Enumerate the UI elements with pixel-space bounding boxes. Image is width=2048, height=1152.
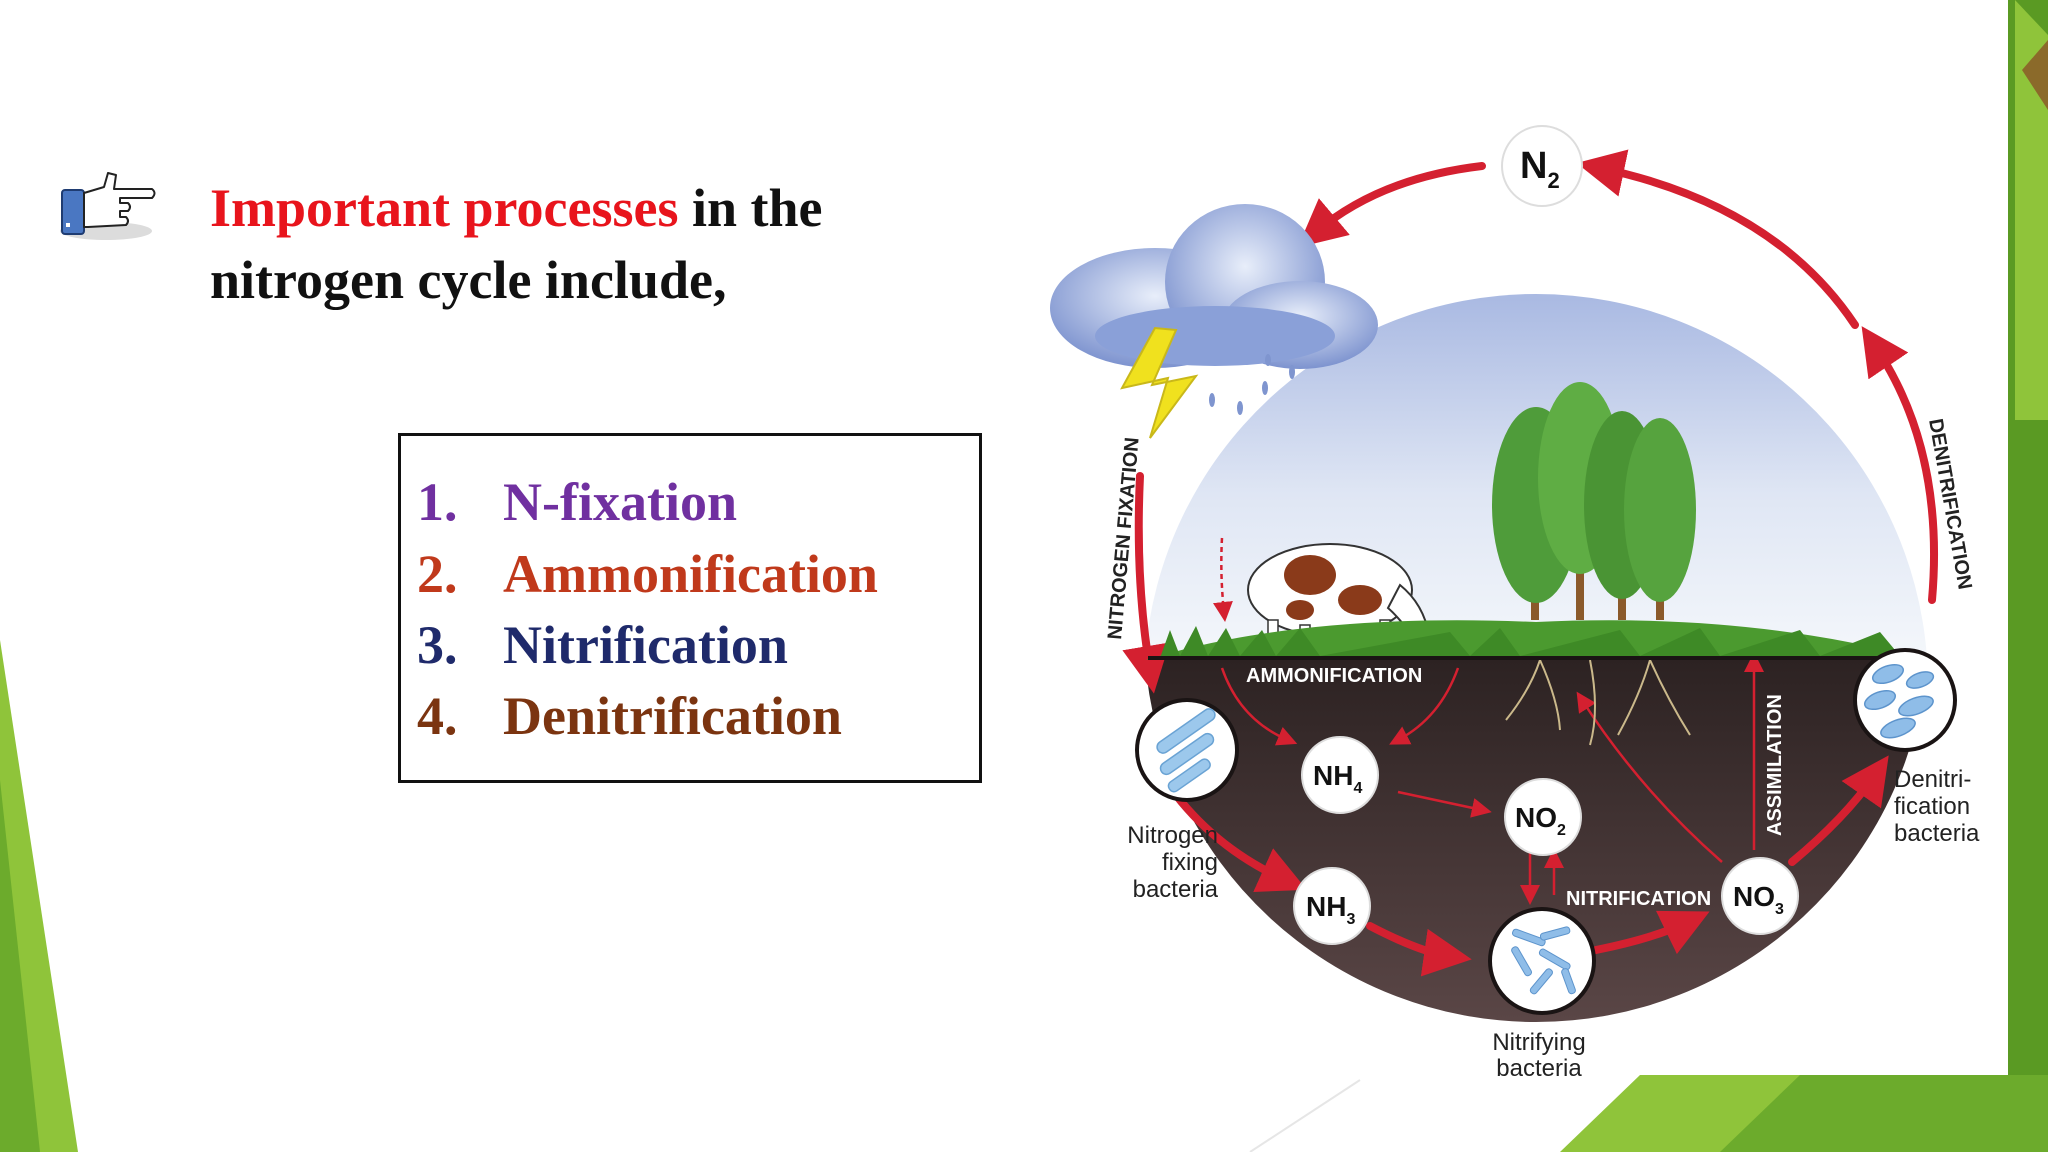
- title-highlight: Important processes: [210, 178, 679, 238]
- node-no3-sub: 3: [1775, 901, 1784, 918]
- label-assimilation: ASSIMILATION: [1764, 694, 1786, 836]
- node-no2-sub: 2: [1557, 822, 1566, 839]
- trees: [1492, 382, 1696, 620]
- svg-text:N2: N2: [1520, 145, 1560, 193]
- nitrifying-bacteria-icon: [1488, 907, 1596, 1015]
- node-nh4-sub: 4: [1353, 780, 1362, 797]
- process-name: Nitrification: [503, 615, 788, 675]
- label-nitrification: NITRIFICATION: [1566, 888, 1711, 910]
- process-number: 1.: [417, 472, 458, 532]
- rain-cloud: [1050, 204, 1378, 369]
- nitrogen-fixing-bacteria-icon: [1135, 698, 1239, 802]
- process-item-ammonification: 2. Ammonification: [417, 544, 878, 604]
- node-no2: NO2: [1504, 778, 1582, 856]
- roots: [1505, 659, 1691, 746]
- process-number: 3.: [417, 615, 458, 675]
- process-item-n-fixation: 1. N-fixation: [417, 472, 737, 532]
- node-no3-base: NO: [1733, 881, 1775, 912]
- process-number: 4.: [417, 686, 458, 746]
- rain-drops: [1209, 354, 1295, 415]
- node-nh3-base: NH: [1306, 891, 1346, 922]
- caption-line: fication: [1894, 793, 1970, 820]
- svg-text:NO3: NO3: [1733, 881, 1784, 918]
- internal-arrows: [1212, 537, 1764, 905]
- caption-nitrifying-bacteria: Nitrifying bacteria: [1492, 1029, 1585, 1082]
- svg-text:NO2: NO2: [1515, 802, 1566, 839]
- svg-text:NH3: NH3: [1306, 891, 1355, 928]
- node-no2-base: NO: [1515, 802, 1557, 833]
- process-item-denitrification: 4. Denitrification: [417, 686, 842, 746]
- process-list-box: 1. N-fixation 2. Ammonification 3. Nitrific…: [398, 433, 982, 783]
- process-name: Ammonification: [503, 544, 878, 604]
- grass: [1146, 620, 1926, 660]
- nitrogen-cycle-diagram: N2 NH4 NO2 NH3 NO3: [1050, 125, 1980, 1082]
- process-name: N-fixation: [503, 472, 737, 532]
- caption-line: bacteria: [1894, 820, 1980, 847]
- node-n2-sub: 2: [1547, 168, 1559, 193]
- svg-text:NH4: NH4: [1313, 760, 1362, 797]
- caption-nitrogen-fixing-bacteria: Nitrogen fixing bacteria: [1127, 822, 1218, 903]
- node-nh4-base: NH: [1313, 760, 1353, 791]
- node-no3: NO3: [1721, 857, 1799, 935]
- process-name: Denitrification: [503, 686, 842, 746]
- node-nh4: NH4: [1301, 736, 1379, 814]
- denitrification-bacteria-icon: [1853, 648, 1957, 752]
- node-nh3-sub: 3: [1346, 911, 1355, 928]
- caption-line: bacteria: [1496, 1055, 1582, 1082]
- slide-title: Important processes in the nitrogen cycl…: [210, 172, 1010, 316]
- caption-line: bacteria: [1133, 876, 1219, 903]
- pointing-hand-icon: [60, 172, 156, 240]
- title-rest: in the: [678, 178, 823, 238]
- caption-denitrification-bacteria: Denitri- fication bacteria: [1894, 766, 1980, 847]
- caption-line: Nitrogen: [1127, 822, 1218, 849]
- cycle-arrows: [1122, 149, 1939, 977]
- caption-line: Denitri-: [1894, 766, 1971, 793]
- caption-line: Nitrifying: [1492, 1029, 1585, 1056]
- process-number: 2.: [417, 544, 458, 604]
- process-item-nitrification: 3. Nitrification: [417, 615, 788, 675]
- lightning-bolt-icon: [1120, 326, 1199, 439]
- node-n2-base: N: [1520, 145, 1547, 187]
- node-nh3: NH3: [1293, 867, 1371, 945]
- node-n2: N2: [1501, 125, 1583, 207]
- caption-line: fixing: [1162, 849, 1218, 876]
- label-ammonification: AMMONIFICATION: [1246, 665, 1422, 687]
- title-line-2: nitrogen cycle include,: [210, 250, 727, 310]
